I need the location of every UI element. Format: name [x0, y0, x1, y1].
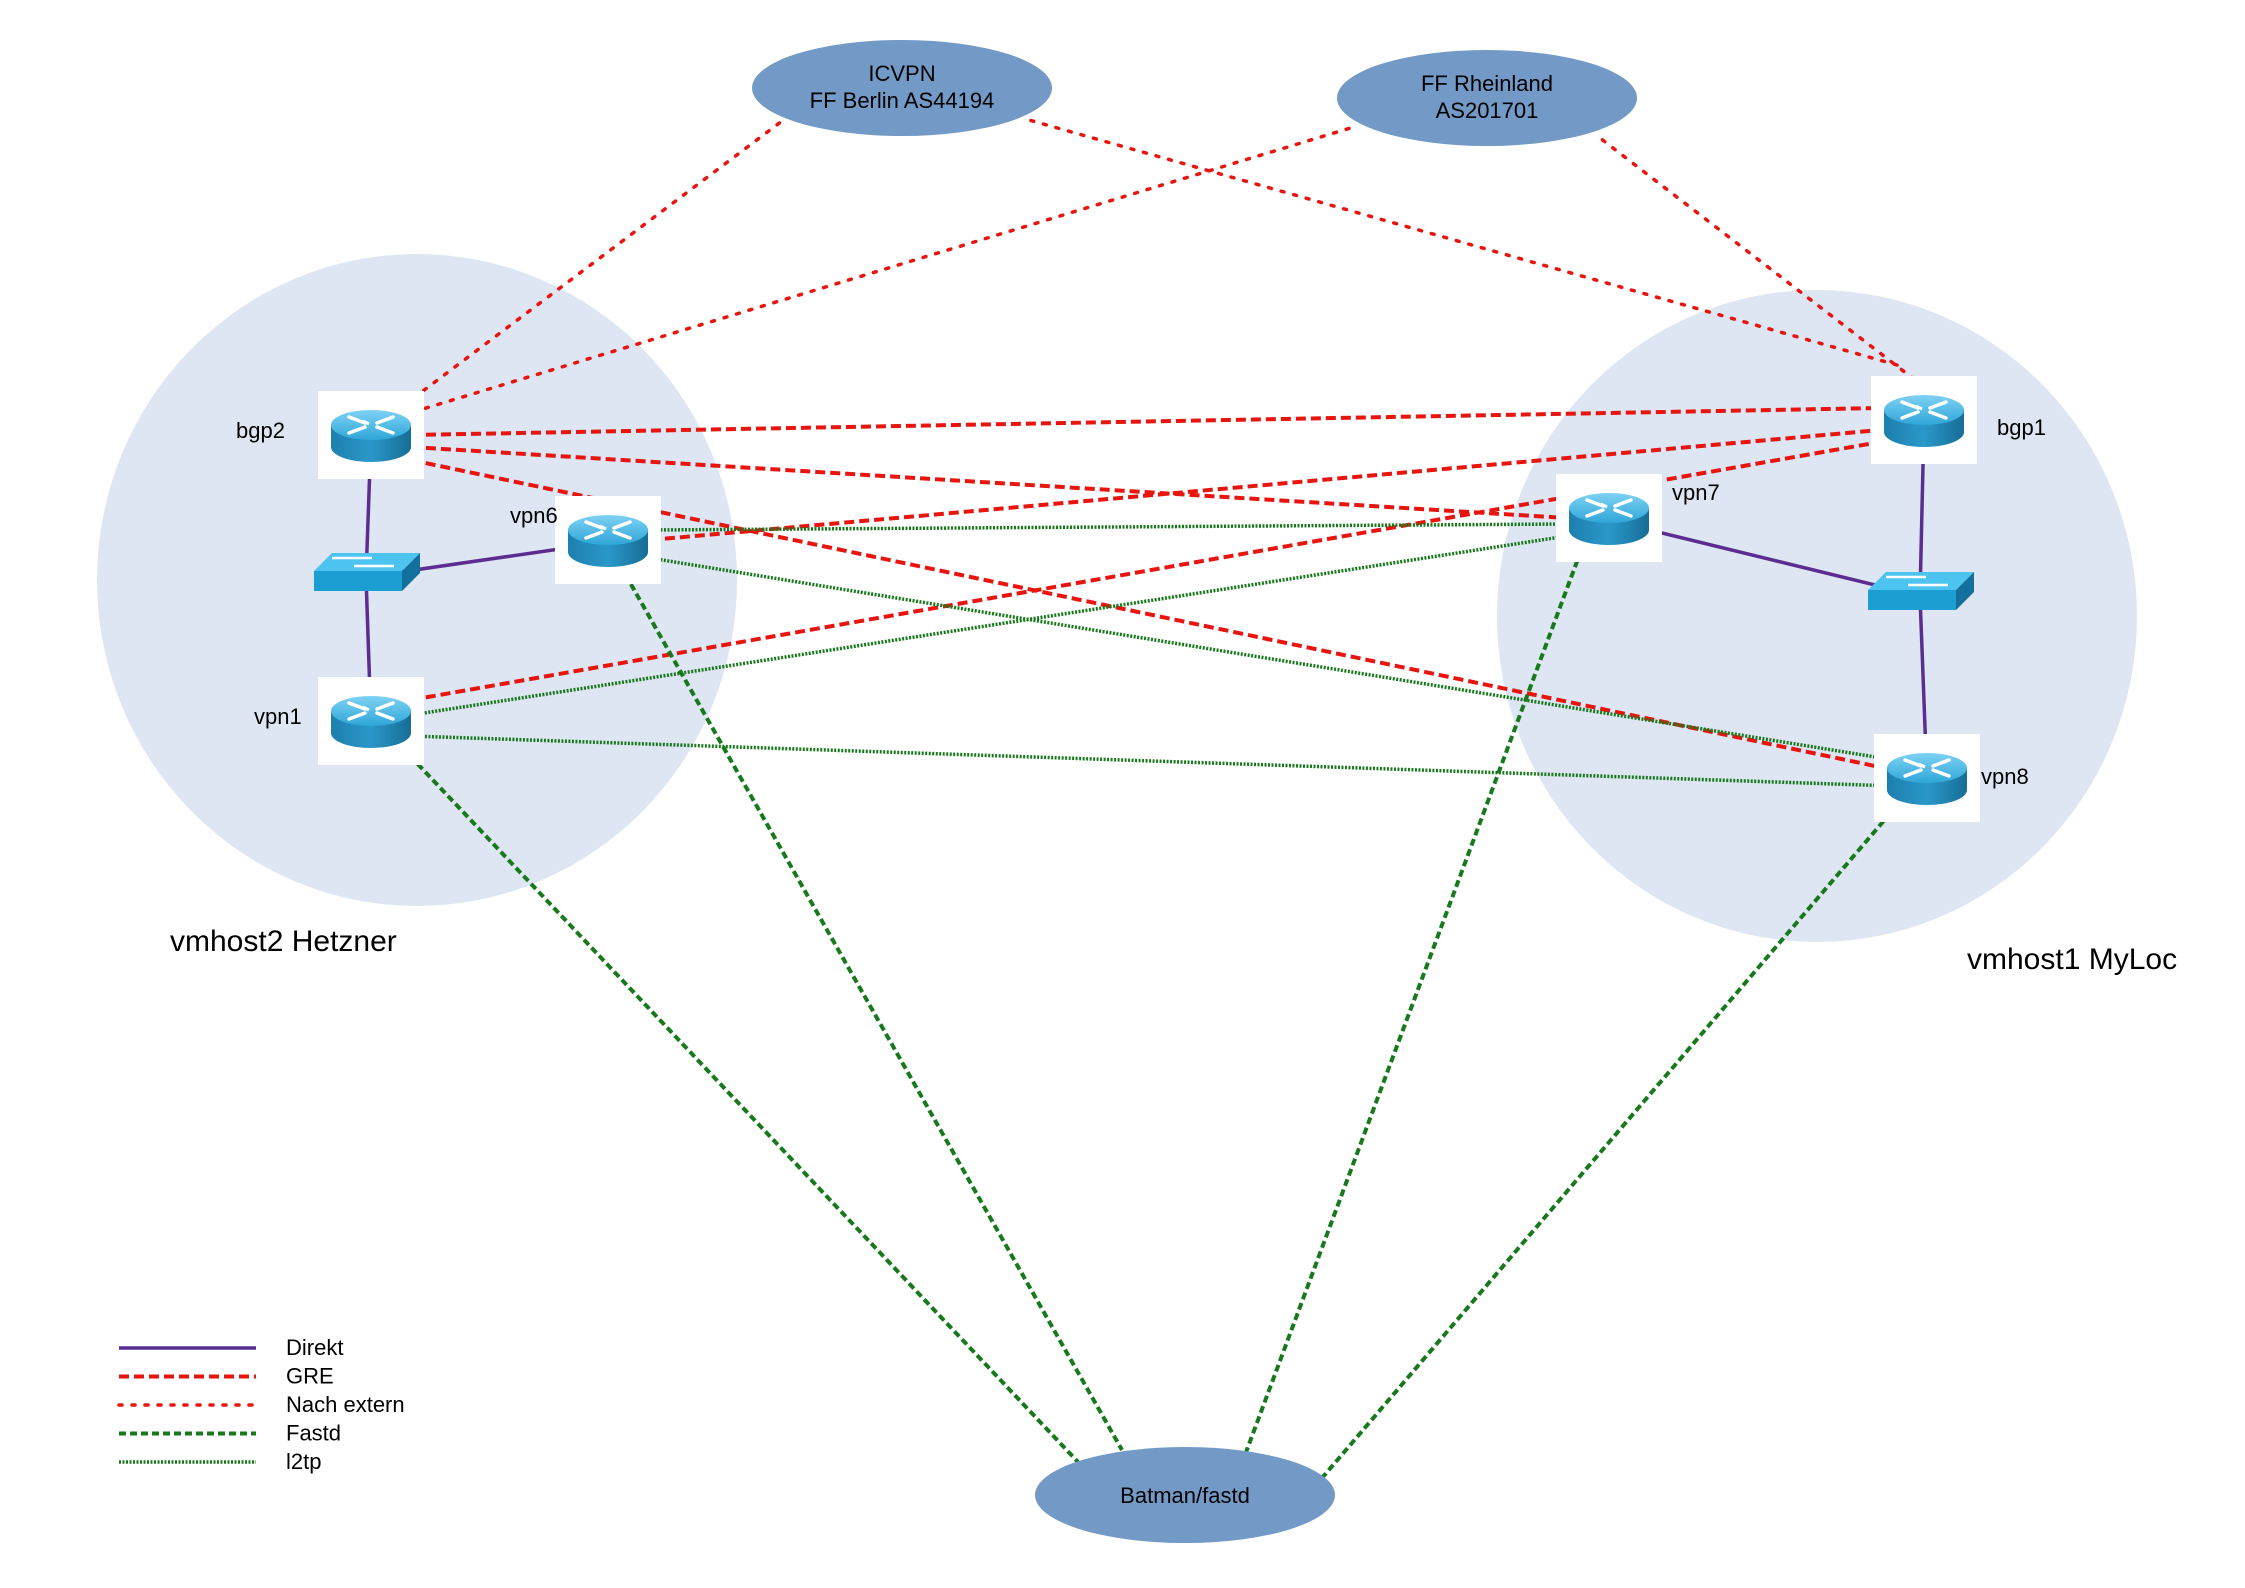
router-bgp1-icon[interactable] [1871, 376, 1977, 464]
link-gre-bgp2-vpn7 [410, 445, 1568, 520]
link-l2tp-vpn1-vpn8 [410, 734, 1895, 788]
zone-label-hetzner: vmhost2 Hetzner [170, 925, 397, 958]
links-layer [364, 116, 1947, 1480]
link-fastd-vpn6-batman [618, 564, 1124, 1451]
legend-label-fastd: Fastd [286, 1421, 341, 1446]
link-fastd-vpn8-batman [1320, 794, 1907, 1480]
rheinland-label-line1: FF Rheinland [1421, 71, 1553, 96]
link-extern-bgp1-rheinland [1598, 136, 1947, 405]
router-vpn7-icon[interactable] [1556, 474, 1662, 562]
external-rheinland[interactable]: FF Rheinland AS201701 [1337, 50, 1637, 146]
router-label-vpn7: vpn7 [1672, 480, 1720, 505]
link-fastd-vpn1-batman [393, 738, 1080, 1464]
legend-label-extern: Nach extern [286, 1392, 405, 1417]
legend-label-direkt: Direkt [286, 1335, 343, 1360]
switch-hetzner-icon[interactable] [314, 553, 420, 591]
router-bgp2-icon[interactable] [318, 391, 424, 479]
zone-myloc [1497, 290, 2137, 942]
external-icvpn[interactable]: ICVPN FF Berlin AS44194 [752, 40, 1052, 136]
router-label-bgp1: bgp1 [1997, 415, 2046, 440]
zone-label-myloc: vmhost1 MyLoc [1967, 943, 2177, 976]
link-fastd-vpn7-batman [1243, 539, 1587, 1456]
external-batman[interactable]: Batman/fastd [1035, 1447, 1335, 1543]
link-extern-bgp2-rheinland [411, 124, 1359, 414]
router-label-vpn6: vpn6 [510, 503, 558, 528]
router-label-bgp2: bgp2 [236, 418, 285, 443]
link-l2tp-vpn6-vpn8 [649, 556, 1895, 762]
link-l2tp-vpn1-vpn7 [410, 534, 1568, 717]
legend-label-gre: GRE [286, 1364, 334, 1389]
router-vpn8-icon[interactable] [1874, 734, 1980, 822]
switch-myloc-icon[interactable] [1868, 572, 1974, 610]
link-l2tp-vpn6-vpn7 [649, 522, 1568, 532]
link-extern-bgp2-icvpn [401, 116, 788, 408]
router-vpn6-icon[interactable] [555, 496, 661, 584]
router-vpn1-icon[interactable] [318, 677, 424, 765]
icvpn-label-line1: ICVPN [868, 61, 935, 86]
link-gre-bgp2-bgp1 [410, 406, 1881, 437]
router-label-vpn1: vpn1 [254, 704, 302, 729]
link-gre-vpn6-bgp1 [649, 428, 1881, 542]
link-extern-bgp1-icvpn [1020, 116, 1899, 367]
batman-label: Batman/fastd [1120, 1483, 1250, 1508]
rheinland-label-line2: AS201701 [1436, 98, 1539, 123]
router-label-vpn8: vpn8 [1981, 764, 2029, 789]
legend-label-l2tp: l2tp [286, 1449, 321, 1474]
link-gre-vpn1-bgp1 [410, 440, 1881, 702]
icvpn-label-line2: FF Berlin AS44194 [810, 88, 995, 113]
